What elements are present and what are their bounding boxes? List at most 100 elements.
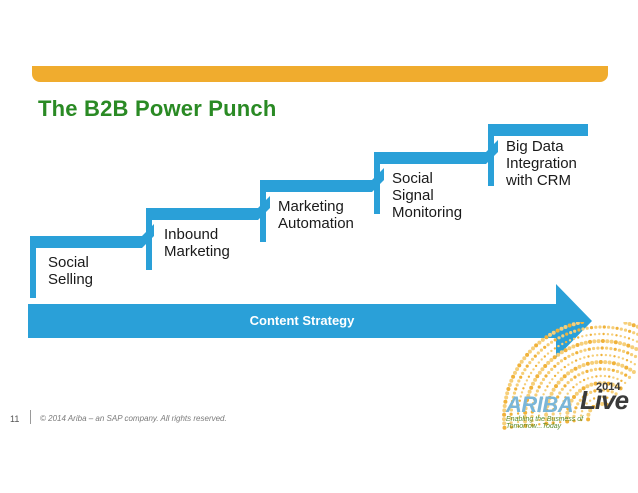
decor-dot — [630, 345, 635, 350]
decor-dot — [571, 361, 574, 364]
decor-dot — [553, 364, 557, 368]
decor-dot — [571, 344, 576, 349]
decor-dot — [556, 361, 560, 366]
decor-dot — [573, 410, 577, 414]
decor-dot — [614, 392, 618, 396]
decor-dot — [504, 395, 509, 400]
decor-dot — [611, 368, 615, 372]
decor-dot — [598, 360, 603, 364]
logo-brand: ARIBA — [506, 392, 574, 417]
decor-dot — [581, 327, 585, 331]
decor-dot — [551, 330, 556, 335]
decor-dot — [553, 374, 557, 378]
decor-dot — [549, 391, 554, 396]
decor-dot — [551, 387, 556, 392]
decor-dot — [539, 348, 543, 352]
decor-dot — [554, 384, 558, 389]
decor-dot — [533, 354, 537, 358]
decor-dot — [589, 390, 593, 394]
content-strategy-arrow — [28, 284, 592, 358]
decor-dot — [519, 375, 523, 379]
decor-dot — [526, 393, 531, 398]
decor-dot — [623, 322, 628, 325]
decor-dot — [538, 405, 542, 409]
decor-dot — [577, 328, 581, 332]
decor-dot — [600, 353, 603, 357]
decor-dot — [509, 421, 513, 425]
decor-dot — [561, 334, 565, 338]
decor-dot — [597, 381, 602, 386]
decor-dot — [502, 425, 507, 430]
decor-dot — [603, 360, 608, 365]
decor-dot — [600, 339, 605, 343]
decor-dot — [530, 357, 535, 361]
step-inbound-marketing: Inbound Marketing — [146, 196, 270, 270]
decor-dot — [592, 346, 596, 351]
decor-dot — [611, 333, 614, 336]
decor-dot — [566, 392, 569, 395]
decor-dot — [612, 376, 615, 379]
decor-dot — [609, 339, 614, 344]
decor-dot — [530, 419, 534, 423]
decor-dot — [563, 356, 567, 361]
decor-dot — [596, 354, 599, 357]
decor-dot — [593, 381, 598, 386]
decor-dot — [583, 356, 586, 359]
decor-dot — [528, 361, 532, 365]
decor-dot — [602, 381, 607, 386]
decor-dot — [609, 347, 613, 351]
decor-dot — [595, 402, 600, 407]
decor-dot — [597, 388, 601, 392]
decor-dot — [562, 400, 565, 403]
decor-dot — [585, 326, 589, 330]
decor-dot — [606, 396, 609, 399]
decor-dot — [525, 364, 529, 368]
decor-dot — [534, 393, 538, 397]
decor-dot — [572, 337, 576, 340]
decor-dot — [511, 395, 515, 399]
decor-dot — [522, 356, 527, 361]
decor-dot — [586, 417, 591, 422]
decor-dot — [633, 354, 638, 359]
decor-dot — [610, 398, 613, 401]
decor-dot — [558, 416, 562, 420]
decor-dot — [625, 359, 629, 362]
decor-dot — [525, 379, 529, 382]
decor-dot — [545, 404, 550, 409]
decor-dot — [610, 382, 615, 387]
decor-dot — [626, 351, 630, 355]
decor-dot — [606, 381, 611, 386]
decor-dot — [626, 343, 631, 348]
step-frame — [488, 124, 588, 186]
decor-dot — [537, 370, 542, 375]
decor-dot — [540, 397, 544, 400]
decor-dot — [628, 329, 632, 333]
decor-dot — [519, 359, 524, 364]
decor-dot — [531, 346, 535, 351]
decor-dot — [591, 376, 594, 379]
decor-dot — [509, 416, 513, 421]
decor-dot — [567, 402, 572, 407]
step-social-signal-monitoring: Social Signal Monitoring — [374, 140, 498, 221]
decor-dot — [533, 377, 538, 382]
decor-dot — [588, 408, 593, 413]
decor-dot — [550, 367, 554, 371]
decor-dot — [619, 327, 623, 331]
decor-dot — [581, 335, 584, 338]
decor-dot — [523, 368, 527, 372]
decor-dot — [596, 339, 601, 344]
decor-dot — [579, 418, 583, 422]
decor-dot — [513, 370, 517, 375]
decor-dot — [629, 360, 633, 364]
decor-dot — [556, 352, 561, 357]
step-label: Social Selling — [48, 254, 94, 288]
decor-dot — [588, 339, 592, 344]
decor-dot — [563, 384, 567, 388]
step-label: Inbound Marketing — [164, 226, 230, 260]
decor-dot — [541, 377, 546, 382]
decor-dot — [579, 349, 583, 353]
decor-dot — [568, 339, 572, 342]
decor-dot — [631, 323, 636, 328]
decor-dot — [527, 375, 531, 378]
decor-dot — [538, 423, 541, 426]
